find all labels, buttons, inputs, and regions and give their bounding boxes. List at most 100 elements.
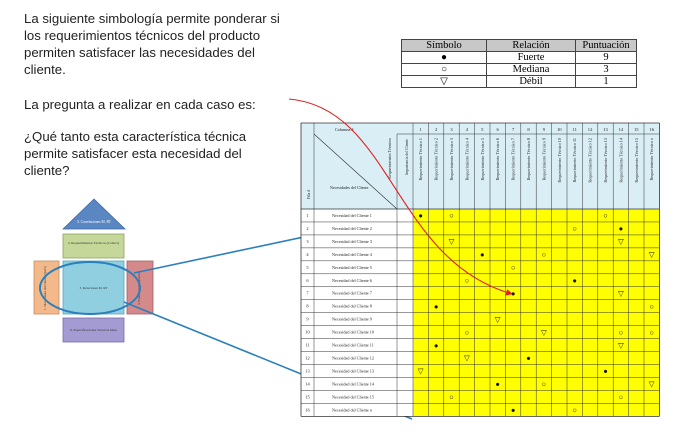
column-number: 14 <box>619 127 624 132</box>
relation-symbol-icon: ▽ <box>418 367 425 376</box>
row-number: 10 <box>305 330 310 335</box>
relation-symbol-icon: ▽ <box>618 237 625 246</box>
row-label: Necesidad del Cliente 2 <box>332 226 372 231</box>
column-label: Requerimiento Técnico 4 <box>464 137 469 180</box>
column-label: Requerimiento Técnico 6 <box>495 138 500 180</box>
column-number: 1 <box>420 127 423 132</box>
relation-symbol-icon: ● <box>603 367 608 376</box>
column-number: 5 <box>481 127 484 132</box>
house-roof-label: 5. Correlaciones M. RT <box>77 220 112 224</box>
matrix-corner-bottom-label: Necesidades del Cliente <box>330 185 369 190</box>
relation-symbol-icon: ○ <box>619 328 624 337</box>
row-number: 15 <box>305 394 310 399</box>
column-label: Requerimiento Técnico 1 <box>418 138 423 180</box>
row-number: 3 <box>306 239 309 244</box>
column-label: Requerimiento Técnico 14 <box>618 137 623 182</box>
row-label: Necesidad del Cliente n <box>332 407 373 412</box>
relation-symbol-icon: ○ <box>465 328 470 337</box>
row-number: 5 <box>306 265 309 270</box>
row-number: 16 <box>305 407 310 412</box>
relationship-highlight-ellipse <box>39 261 141 315</box>
relation-symbol-icon: ▽ <box>618 289 625 298</box>
row-label: Necesidad del Cliente 13 <box>332 369 374 374</box>
column-number: 8 <box>527 127 530 132</box>
column-label: Requerimiento Técnico 5 <box>480 138 485 180</box>
intro-paragraph: La siguiente simbología permite ponderar… <box>24 11 280 77</box>
matrix-corner-diagonal <box>313 133 398 210</box>
relation-symbol-icon: ○ <box>619 393 624 402</box>
relation-symbol-icon: ▽ <box>618 341 625 350</box>
column-label: Requerimiento Técnico 2 <box>434 138 439 180</box>
symbol-legend-table: Símbolo Relación Puntuación ● Fuerte 9 ○… <box>401 39 637 88</box>
relation-symbol-icon: ● <box>511 406 516 415</box>
house-requirements <box>62 233 125 259</box>
relation-symbol-icon: ▽ <box>495 315 502 324</box>
house-base-label: 6. Especificaciones Técnicas Meta <box>70 328 117 332</box>
column-number: 7 <box>512 127 515 132</box>
column-number: 11 <box>572 127 577 132</box>
house-left-wall-label: 1. Necesidades del Cliente (Qué's) <box>43 266 47 310</box>
house-center <box>62 260 125 315</box>
row-label: Necesidad del Cliente 1 <box>332 213 372 218</box>
legend-row: ▽ Débil 1 <box>401 75 637 88</box>
row-label: Necesidad del Cliente 6 <box>332 278 372 283</box>
relation-symbol-icon: ● <box>418 211 423 220</box>
column-label: Requerimiento Técnico 8 <box>526 138 531 180</box>
question-text: ¿Qué tanto esta característica técnica p… <box>24 129 247 178</box>
column-label: Requerimiento Técnico n <box>649 137 654 180</box>
row-number: 14 <box>305 381 310 386</box>
relation-symbol-icon: ○ <box>449 211 454 220</box>
relation-symbol-icon: ● <box>511 289 516 298</box>
column-label: Requerimiento Técnico 7 <box>511 138 516 180</box>
relation-symbol-icon: ● <box>572 276 577 285</box>
column-label: Requerimiento Técnico 12 <box>588 138 593 183</box>
matrix-corner-top-label: Requerimientos Técnicos <box>387 138 392 179</box>
column-number: 15 <box>634 127 639 132</box>
legend-header-symbol: Símbolo <box>401 39 487 52</box>
row-number: 12 <box>305 356 309 361</box>
row-label: Necesidad del Cliente 14 <box>332 381 375 386</box>
relation-symbol-icon: ○ <box>572 406 577 415</box>
row-number: 8 <box>306 304 309 309</box>
column-number: 2 <box>435 127 438 132</box>
row-label: Necesidad del Cliente 8 <box>332 304 372 309</box>
relation-symbol-icon: ○ <box>603 211 608 220</box>
row-label: Necesidad del Cliente 9 <box>332 317 372 322</box>
column-number: 12 <box>588 127 593 132</box>
relation-symbol-icon: ○ <box>542 380 547 389</box>
relation-symbol-icon: ▽ <box>449 237 456 246</box>
qfd-matrix: Columna # Necesidades del Cliente Requerim… <box>300 122 660 417</box>
house-base <box>62 317 125 343</box>
matrix-header-background <box>301 123 660 209</box>
house-requirements-label: 2. Requerimientos Técnicos (Como's) <box>68 241 119 245</box>
row-number: 4 <box>306 252 309 257</box>
legend-header-relation: Relación <box>486 39 576 52</box>
column-number: 3 <box>450 127 453 132</box>
relation-symbol-icon: ○ <box>649 328 654 337</box>
row-number-header: Fila # <box>306 190 311 199</box>
column-number: 4 <box>466 127 469 132</box>
relation-symbol-icon: ● <box>495 380 500 389</box>
column-label: Requerimiento Técnico 13 <box>603 138 608 183</box>
relation-symbol-icon: ▽ <box>649 380 656 389</box>
row-label: Necesidad del Cliente 10 <box>332 330 374 335</box>
column-number: 9 <box>543 127 546 132</box>
row-number: 2 <box>306 226 308 231</box>
relation-symbol-icon: ○ <box>649 302 654 311</box>
relation-symbol-icon: ▽ <box>541 328 548 337</box>
row-number: 6 <box>306 278 309 283</box>
relation-symbol-icon: ○ <box>449 393 454 402</box>
column-label: Requerimiento Técnico 11 <box>572 138 577 182</box>
relation-symbol-icon: ● <box>434 302 439 311</box>
relation-symbol-icon: ● <box>526 354 531 363</box>
column-label: Requerimiento Técnico 15 <box>634 138 639 183</box>
row-label: Necesidad del Cliente 11 <box>332 343 374 348</box>
row-label: Necesidad del Cliente 12 <box>332 356 374 361</box>
relation-symbol-icon: ▽ <box>649 250 656 259</box>
house-roof <box>62 198 126 230</box>
legend-score: 1 <box>575 75 637 88</box>
matrix-columna-label: Columna # <box>335 127 354 132</box>
relation-symbol-icon: ● <box>480 250 485 259</box>
question-arrow <box>288 98 513 296</box>
column-label: Requerimiento Técnico 3 <box>449 138 454 180</box>
